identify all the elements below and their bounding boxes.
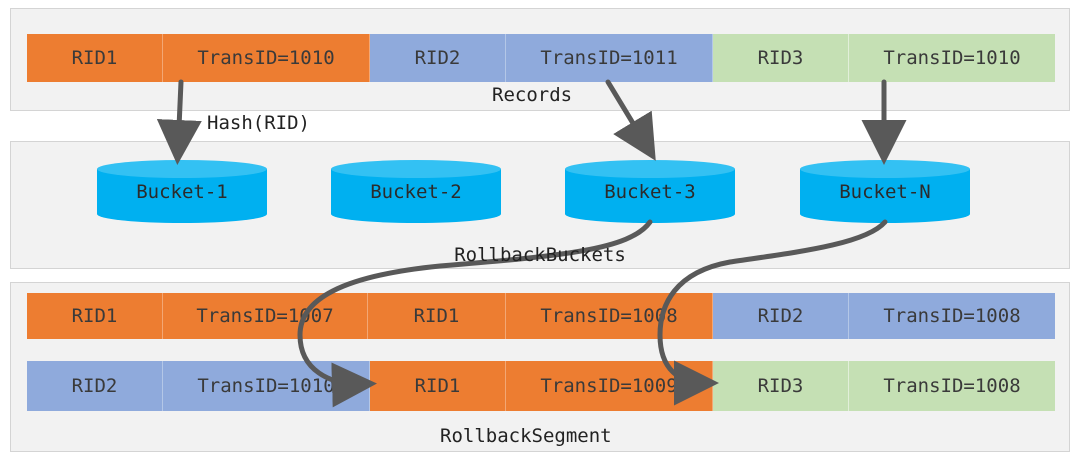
segment-transid-cell: TransID=1007	[163, 293, 368, 339]
segment-transid-cell: TransID=1008	[506, 293, 713, 339]
bucket-2: Bucket-2	[331, 160, 501, 223]
bucket-label: Bucket-3	[604, 181, 696, 203]
bucket-n: Bucket-N	[800, 160, 970, 223]
hash-arrow-rid2	[605, 79, 656, 161]
segment-rid-cell: RID1	[370, 361, 506, 411]
rollback-segment-caption: RollbackSegment	[440, 425, 612, 447]
bucket-label: Bucket-N	[839, 181, 931, 203]
segment-rid-cell: RID1	[27, 293, 163, 339]
record-rid-cell: RID1	[27, 34, 163, 82]
record-transid-cell: TransID=1011	[506, 34, 713, 82]
segment-transid-cell: TransID=1008	[849, 293, 1055, 339]
segment-rid-cell: RID1	[368, 293, 506, 339]
rollback-buckets-caption: RollbackBuckets	[454, 244, 626, 266]
records-caption: Records	[492, 84, 573, 106]
record-transid-cell: TransID=1010	[849, 34, 1055, 82]
segment-rid-cell: RID2	[713, 293, 849, 339]
chain-arrow-bucket-3	[297, 219, 653, 408]
segment-transid-cell: TransID=1008	[849, 361, 1055, 411]
hash-label: Hash(RID)	[207, 112, 310, 134]
bucket-label: Bucket-2	[370, 181, 462, 203]
bucket-3: Bucket-3	[565, 160, 735, 223]
chain-arrow-bucket-n	[657, 219, 888, 406]
bucket-label: Bucket-1	[136, 181, 228, 203]
bucket-1: Bucket-1	[97, 160, 267, 223]
segment-rid-cell: RID3	[713, 361, 849, 411]
record-rid-cell: RID3	[713, 34, 849, 82]
hash-arrow-rid1	[156, 79, 202, 165]
record-transid-cell: TransID=1010	[163, 34, 370, 82]
record-rid-cell: RID2	[370, 34, 506, 82]
segment-rid-cell: RID2	[27, 361, 163, 411]
